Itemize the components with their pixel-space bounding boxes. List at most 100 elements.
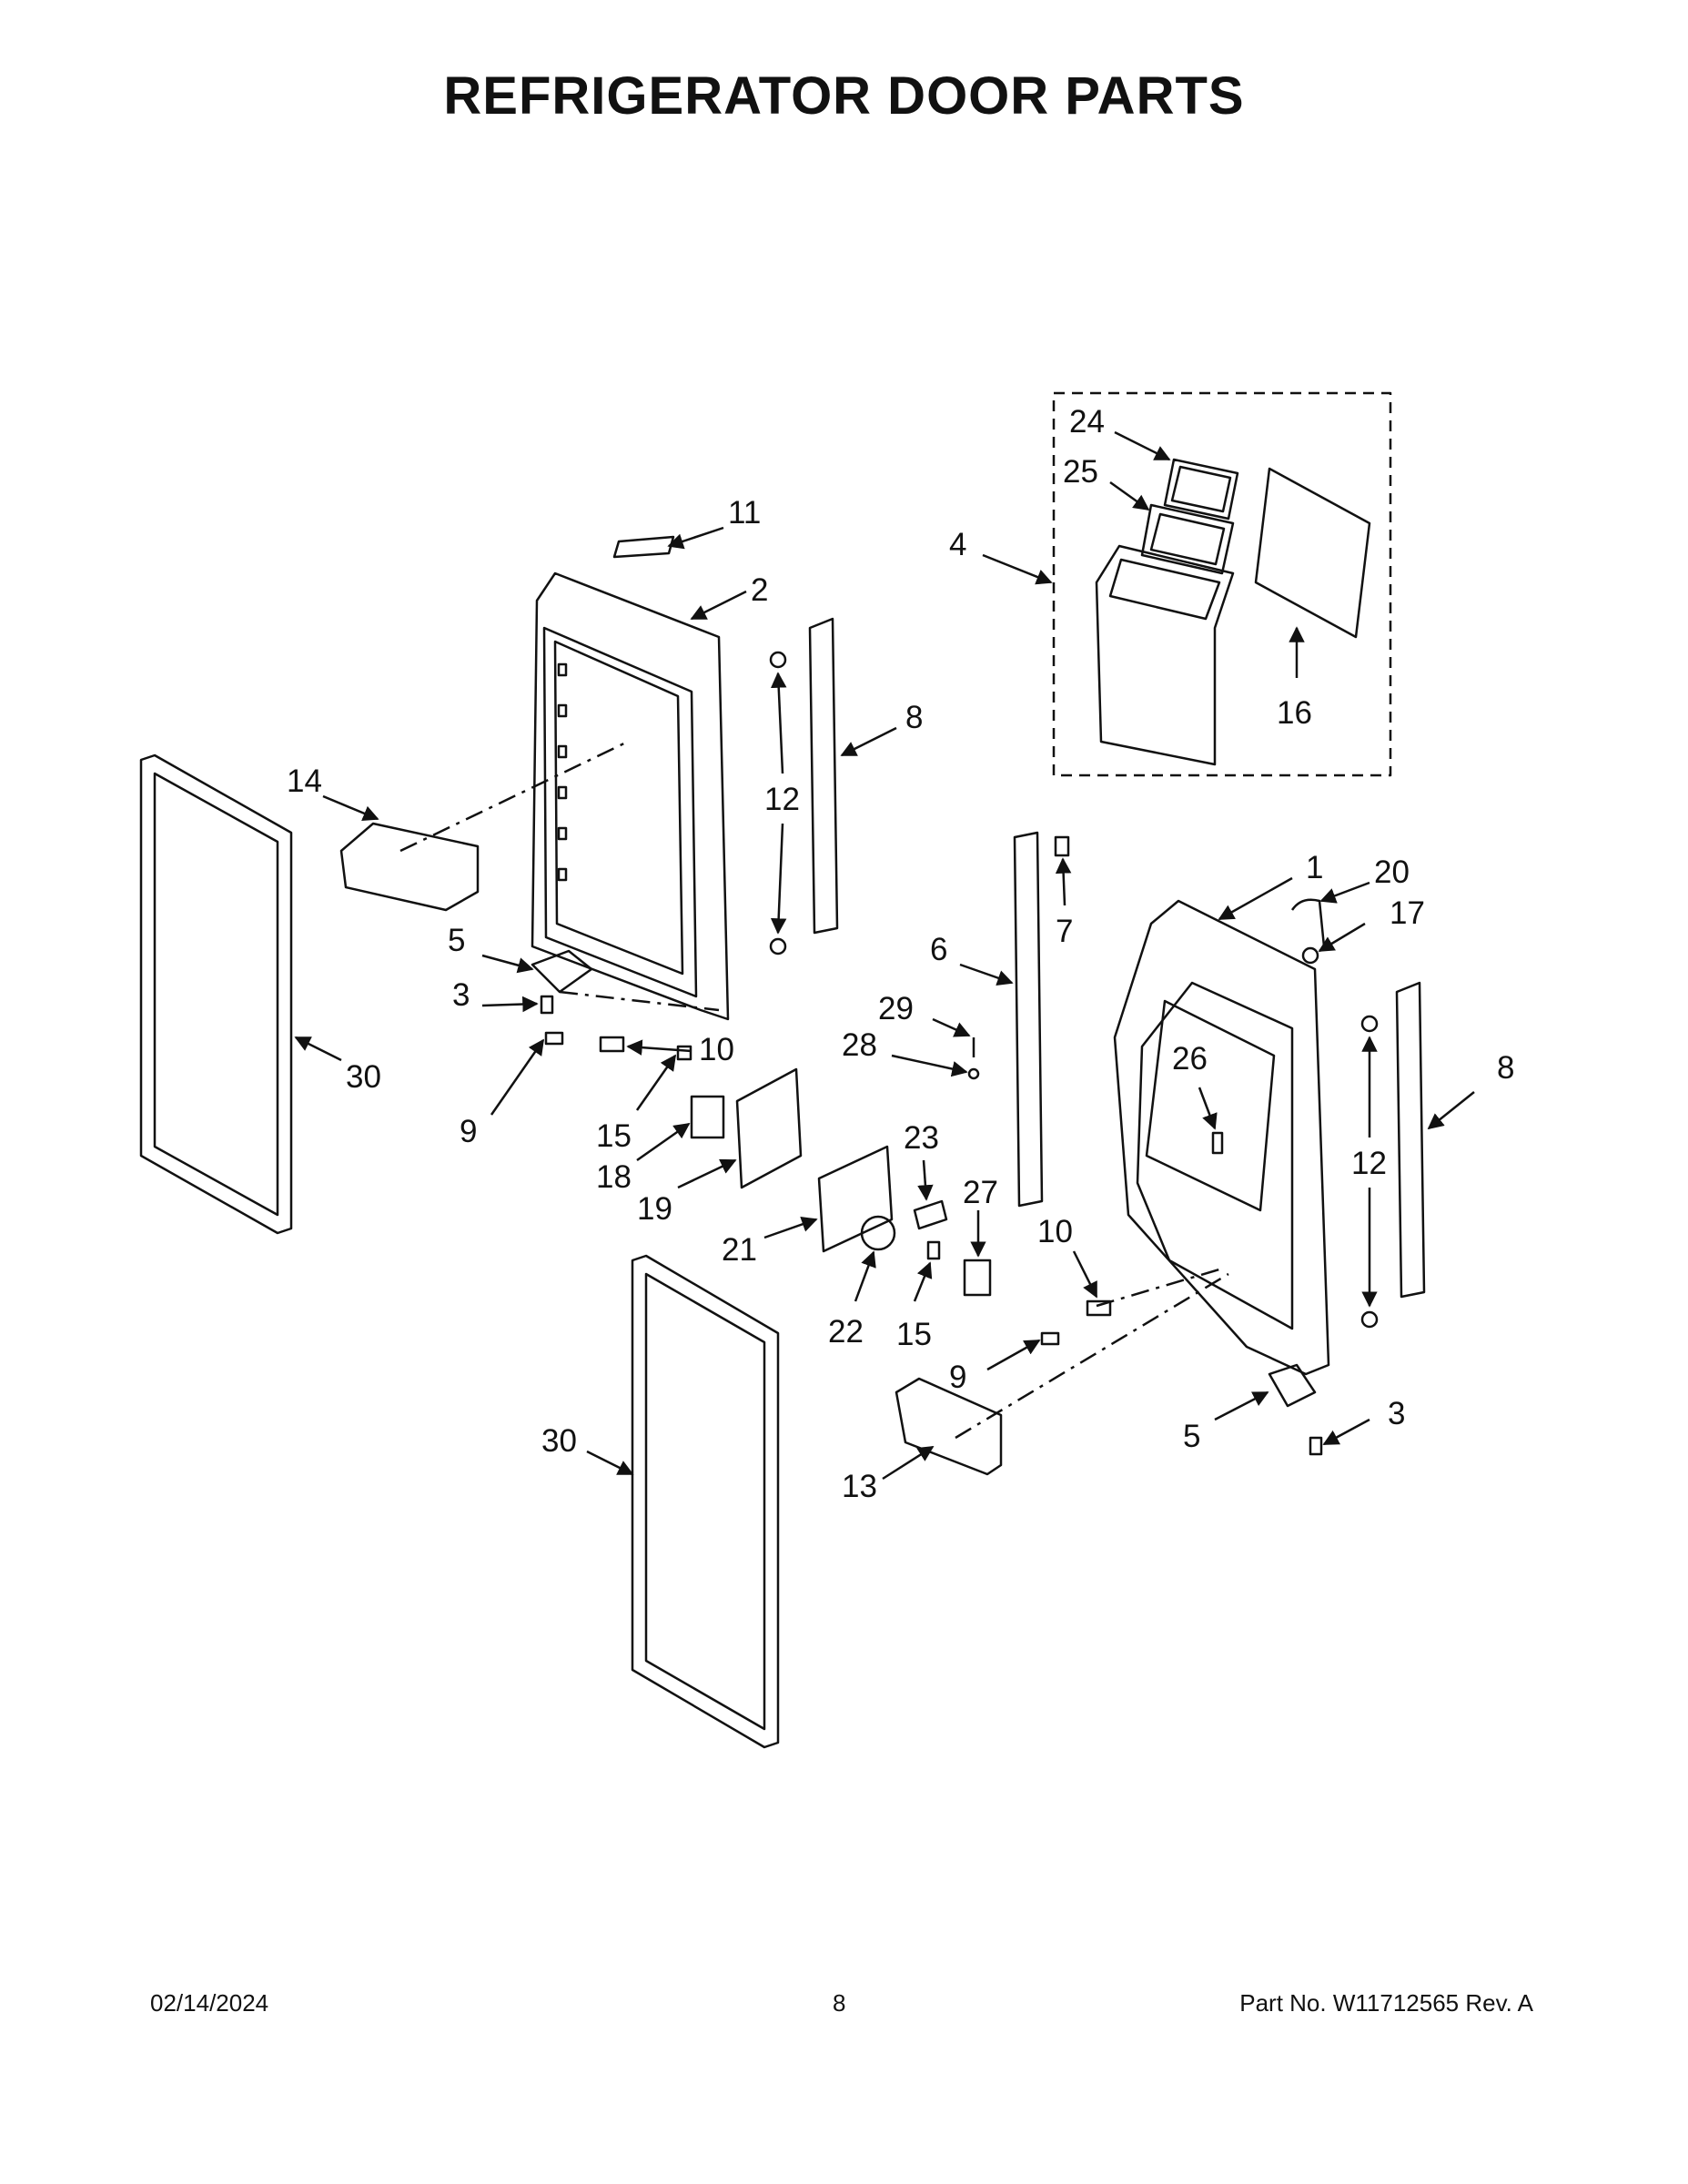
callout-10a: 10: [699, 1032, 734, 1067]
callout-15a: 15: [596, 1118, 632, 1154]
leader-6: [959, 963, 1014, 986]
callout-3b: 3: [1388, 1396, 1405, 1431]
center-door-gasket: [631, 1254, 780, 1749]
part-28-clip: [967, 1067, 980, 1080]
leader-12a-up: [770, 672, 787, 774]
leader-15b: [913, 1261, 933, 1302]
leader-11: [667, 526, 724, 550]
callout-11: 11: [728, 495, 761, 531]
callout-20: 20: [1374, 854, 1410, 890]
leader-5a: [481, 954, 534, 974]
part-24-gasket: [1163, 458, 1239, 521]
callout-8b: 8: [1497, 1050, 1514, 1086]
part-14-bin: [339, 822, 480, 912]
part-11-label: [612, 535, 675, 559]
leader-1: [1218, 876, 1293, 921]
part-10-clip-right: [1086, 1299, 1112, 1317]
right-hinge: [1268, 1363, 1317, 1408]
leader-29: [932, 1017, 971, 1037]
leader-23: [917, 1159, 934, 1201]
part-9-screw-right: [1040, 1331, 1060, 1346]
part-19-plate: [735, 1067, 803, 1189]
leader-12a-down: [770, 823, 787, 935]
callout-5b: 5: [1183, 1419, 1200, 1454]
part-13-bin: [895, 1377, 1003, 1476]
alignment-line: [559, 990, 720, 1012]
left-door-handle: [808, 617, 839, 935]
callout-30a: 30: [346, 1059, 381, 1095]
part-7-screw: [1054, 835, 1070, 857]
leader-30b: [586, 1450, 634, 1476]
leader-14: [322, 794, 379, 822]
callout-30b: 30: [541, 1423, 577, 1459]
right-door: [1113, 899, 1330, 1376]
leader-26: [1198, 1087, 1218, 1130]
footer-page-number: 8: [833, 1989, 846, 2017]
leader-9b: [986, 1339, 1041, 1371]
callout-24: 24: [1069, 404, 1105, 440]
callout-18: 18: [596, 1159, 632, 1195]
callout-25: 25: [1063, 454, 1098, 490]
callout-22: 22: [828, 1314, 864, 1350]
callout-9a: 9: [460, 1114, 477, 1149]
part-27-cover: [963, 1259, 992, 1297]
callout-16: 16: [1277, 695, 1312, 731]
leader-4: [982, 553, 1053, 585]
leader-28: [891, 1054, 968, 1077]
part-22-motor: [860, 1215, 896, 1251]
part-3-screw-left: [540, 995, 554, 1015]
part-21-plate: [817, 1145, 894, 1253]
left-door-gasket: [139, 753, 293, 1235]
callout-2: 2: [751, 572, 768, 608]
leader-10b: [1072, 1250, 1098, 1299]
leader-2: [690, 590, 747, 621]
callout-7: 7: [1056, 914, 1073, 949]
callout-4: 4: [949, 527, 966, 562]
alignment-line: [955, 1272, 1229, 1440]
leader-3a: [481, 996, 539, 1013]
part-16-panel: [1254, 467, 1371, 639]
door-shelf-slots: [557, 662, 568, 882]
leader-24: [1114, 430, 1171, 461]
leader-5b: [1214, 1390, 1269, 1421]
callout-26: 26: [1172, 1041, 1208, 1077]
leader-15a: [635, 1054, 677, 1111]
part-25-frame: [1140, 503, 1235, 575]
leader-25: [1109, 480, 1150, 511]
part-15-screw-left: [676, 1045, 692, 1061]
part-26-switch: [1211, 1131, 1224, 1155]
leader-8a: [840, 726, 897, 757]
callout-12a: 12: [764, 782, 800, 817]
callout-23: 23: [904, 1120, 939, 1156]
left-door: [531, 571, 730, 1021]
callout-29: 29: [878, 991, 914, 1026]
callout-27: 27: [963, 1175, 998, 1210]
leader-10a: [626, 1039, 692, 1056]
callout-13: 13: [842, 1469, 877, 1504]
leader-13: [882, 1445, 935, 1481]
callout-12b: 12: [1351, 1146, 1387, 1181]
callout-9b: 9: [949, 1360, 966, 1395]
leader-21: [763, 1216, 818, 1239]
callout-3a: 3: [452, 977, 470, 1013]
leader-19: [677, 1158, 737, 1189]
part-10-clip-left: [599, 1036, 625, 1053]
callout-10b: 10: [1037, 1214, 1073, 1249]
leader-20: [1319, 881, 1370, 904]
callout-17: 17: [1390, 895, 1425, 931]
part-17-fitting: [1301, 946, 1319, 965]
callout-1: 1: [1306, 850, 1323, 885]
part-23-bracket: [913, 1199, 948, 1230]
leader-9a: [490, 1038, 545, 1116]
dispenser-housing: [1095, 544, 1235, 766]
part-6-flipper-mullion: [1013, 831, 1044, 1208]
callout-6: 6: [930, 932, 947, 967]
callout-28: 28: [842, 1027, 877, 1063]
footer-part-number: Part No. W11712565 Rev. A: [1239, 1989, 1533, 2017]
callout-15b: 15: [896, 1317, 932, 1352]
part-3-screw-right: [1309, 1436, 1323, 1456]
leader-8b: [1427, 1091, 1475, 1130]
page-title: REFRIGERATOR DOOR PARTS: [443, 66, 1245, 126]
callout-14: 14: [287, 763, 322, 799]
